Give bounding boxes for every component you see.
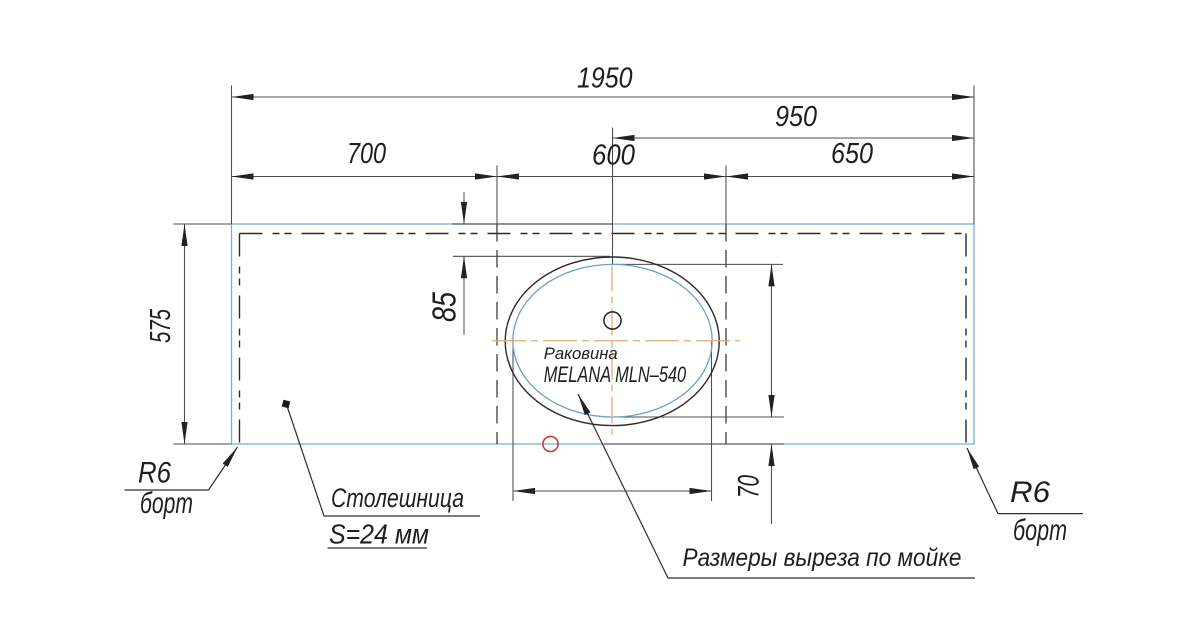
svg-text:Размеры выреза по мойке: Размеры выреза по мойке — [683, 544, 962, 572]
svg-text:борт: борт — [1013, 514, 1067, 547]
svg-text:MELANA MLN–540: MELANA MLN–540 — [544, 362, 687, 387]
svg-text:борт: борт — [140, 487, 193, 520]
svg-text:575: 575 — [145, 308, 177, 343]
svg-text:70: 70 — [733, 475, 766, 498]
svg-text:600: 600 — [592, 140, 635, 172]
svg-text:950: 950 — [775, 101, 817, 133]
svg-text:R6: R6 — [138, 457, 171, 490]
svg-text:700: 700 — [347, 138, 386, 170]
svg-text:Раковина: Раковина — [544, 344, 618, 363]
svg-text:Столешница: Столешница — [331, 483, 464, 513]
svg-text:85: 85 — [426, 291, 463, 322]
svg-text:R6: R6 — [1010, 476, 1050, 509]
svg-text:1950: 1950 — [577, 63, 633, 95]
svg-text:S=24 мм: S=24 мм — [329, 519, 429, 550]
svg-text:650: 650 — [831, 138, 873, 170]
